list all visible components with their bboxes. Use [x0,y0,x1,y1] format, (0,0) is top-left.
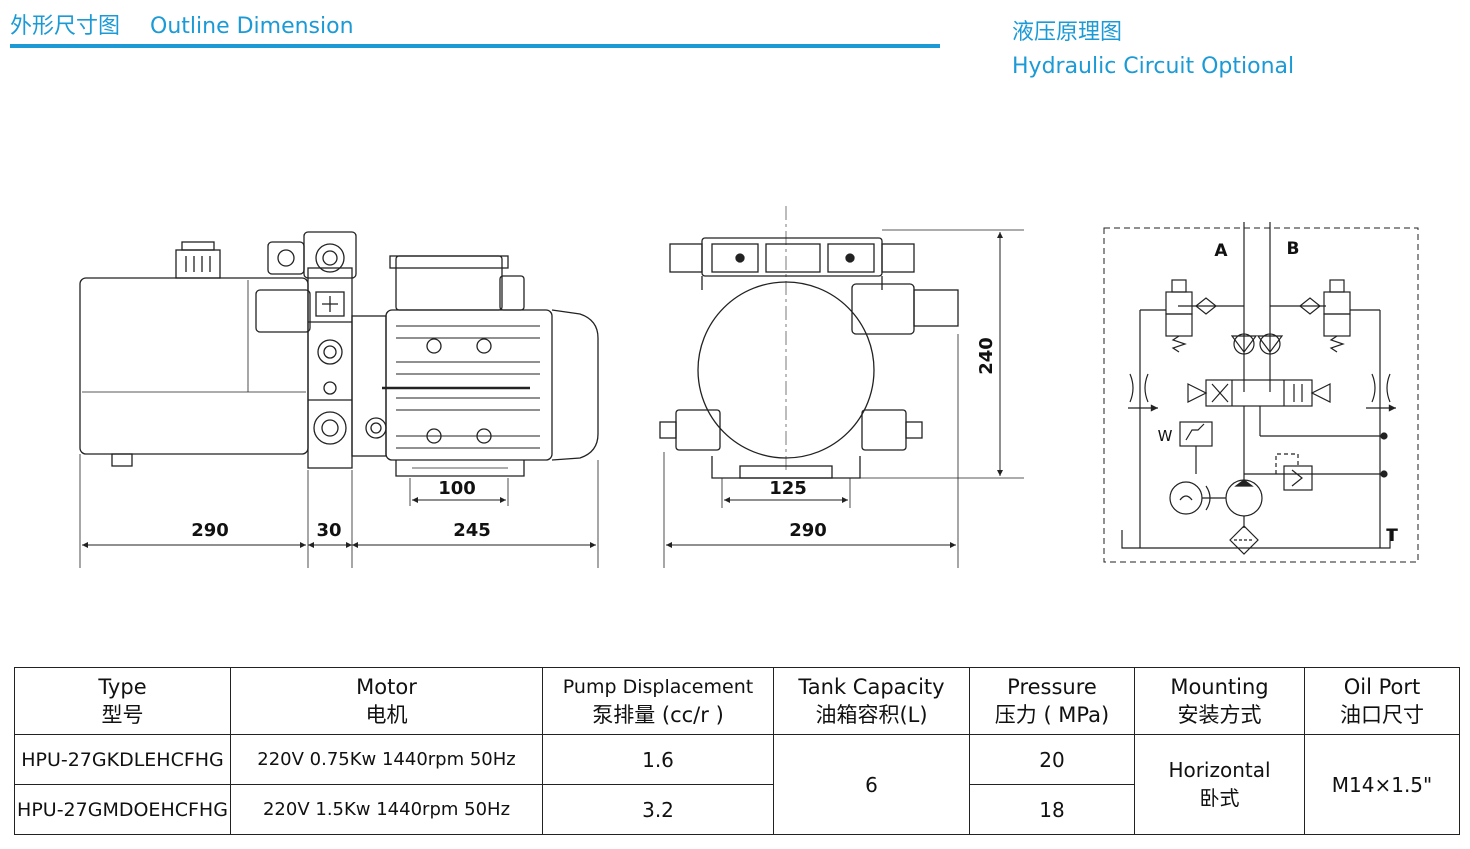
header-oil-port-cn: 油口尺寸 [1340,703,1424,727]
filter-icon [1229,516,1259,555]
header-tank-capacity-cn: 油箱容积(L) [815,703,928,727]
header-mounting-en: Mounting [1170,675,1269,699]
table-row: HPU-27GMDOEHCFHG 220V 1.5Kw 1440rpm 50Hz… [14,784,1460,835]
header-tank-capacity-en: Tank Capacity [798,675,945,699]
heading-rule [10,44,940,48]
header-pump-displacement: Pump Displacement 泵排量 (cc/r ) [542,667,774,735]
side-motor [385,309,553,461]
dim-side-motor-label: 245 [453,520,491,541]
check-valve-b-icon [1256,335,1284,353]
spec-table: Type 型号 Motor 电机 Pump Displacement 泵排量 (cc/… [14,667,1460,835]
row-1-pressure: 20 [969,734,1135,785]
side-tank [79,277,309,455]
outline-dimension-title-en: Outline Dimension [150,14,354,39]
dim-front-height-label: 240 [976,337,997,375]
outline-dimension-title-cn: 外形尺寸图 [10,14,121,39]
table-row: HPU-27GKDLEHCFHG 220V 0.75Kw 1440rpm 50H… [14,734,1460,835]
row-1-displacement: 1.6 [542,734,774,785]
header-pressure-en: Pressure [1007,675,1097,699]
spec-table-header-row: Type 型号 Motor 电机 Pump Displacement 泵排量 (cc/… [14,667,1460,735]
hydraulic-circuit-title-en: Hydraulic Circuit Optional [1012,54,1295,79]
outline-dimension-heading: 外形尺寸图 Outline Dimension [10,8,354,40]
mounting-cn: 卧式 [1199,786,1240,810]
dim-front-foot-label: 125 [769,478,807,499]
dim-side-foot-label: 100 [438,478,476,499]
oil-port-cell: M14×1.5" [1304,734,1460,835]
hydraulic-circuit-heading: 液压原理图 Hydraulic Circuit Optional [1012,16,1294,84]
front-view-drawing [659,206,1024,568]
dim-side-tank-label: 290 [191,520,229,541]
header-oil-port-en: Oil Port [1343,675,1421,699]
circuit-port-a: A [1214,241,1228,261]
electric-motor-icon [1169,481,1203,515]
row-2-displacement: 3.2 [542,784,774,835]
row-2-motor: 220V 1.5Kw 1440rpm 50Hz [230,784,543,835]
filler-cap-icon [175,241,221,279]
row-2-pressure: 18 [969,784,1135,835]
header-mounting: Mounting 安装方式 [1134,667,1305,735]
check-valve-a-icon [1230,335,1258,353]
row-1-motor: 220V 0.75Kw 1440rpm 50Hz [230,734,543,785]
dim-front-width-label: 290 [789,520,827,541]
mounting-cell: Horizontal 卧式 [1134,734,1305,835]
header-mounting-cn: 安装方式 [1177,703,1262,727]
header-pump-displacement-cn: 泵排量 (cc/r ) [592,703,724,727]
side-view-drawing [79,231,599,568]
header-motor-en: Motor [356,675,417,699]
header-tank-capacity: Tank Capacity 油箱容积(L) [773,667,970,735]
header-pressure: Pressure 压力 ( MPa) [969,667,1135,735]
header-motor-cn: 电机 [365,703,408,727]
dim-side-block-label: 30 [316,520,341,541]
mounting-en: Horizontal [1168,758,1271,782]
circuit-port-w: W [1158,427,1173,445]
header-pressure-cn: 压力 ( MPa) [994,703,1110,727]
hydraulic-circuit-diagram [1103,222,1419,563]
header-type-cn: 型号 [101,703,144,727]
row-1-type: HPU-27GKDLEHCFHG [14,734,231,785]
pressure-switch-icon [1179,421,1213,447]
header-oil-port: Oil Port 油口尺寸 [1304,667,1460,735]
technical-drawings: 290 30 245 100 [79,206,1419,568]
header-motor: Motor 电机 [230,667,543,735]
header-pump-displacement-en: Pump Displacement [562,676,754,698]
header-type: Type 型号 [14,667,231,735]
row-2-type: HPU-27GMDOEHCFHG [14,784,231,835]
left-solenoid-valve-icon [1165,279,1217,353]
circuit-port-b: B [1287,239,1300,259]
directional-valve-icon [1187,379,1331,407]
right-solenoid-valve-icon [1299,279,1351,353]
circuit-port-t: T [1386,526,1398,546]
header-type-en: Type [98,675,147,699]
hydraulic-circuit-title-cn: 液压原理图 [1012,20,1123,45]
tank-capacity-cell: 6 [773,734,970,835]
circuit-frame [1103,227,1419,563]
relief-valve-icon [1283,465,1313,491]
